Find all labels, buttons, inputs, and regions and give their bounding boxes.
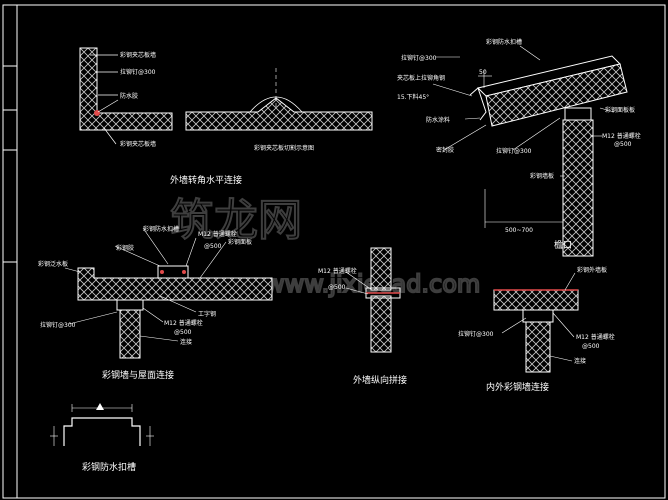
label-roof-3: @500 [204, 243, 222, 250]
label-eave-2: 夹芯板上拉铆角钢 [397, 74, 445, 82]
sealant-mark [94, 110, 100, 116]
label-eave-10: 密封胶 [436, 146, 454, 154]
watermark: 筑龙网 www.jixiecad.com [169, 194, 481, 299]
label-roof-0: 彩钢防水扣槽 [143, 225, 179, 233]
detail-wall-corner: 彩钢夹芯板墙 拉铆钉@300 防水胶 彩钢夹芯板墙 外墙转角水平连接 [79, 47, 242, 186]
label-inner-2: M12 普通螺栓 [576, 333, 615, 341]
label-roof-4: 彩钢面板 [228, 238, 252, 246]
title-wall-corner: 外墙转角水平连接 [170, 174, 242, 186]
label-roof-6: 工字钢 [198, 310, 216, 318]
title-roof-join: 彩钢墙与屋面连接 [102, 369, 174, 381]
title-eave: 檐口 [554, 239, 572, 251]
label-roof-8: M12 普通螺栓 [164, 319, 203, 327]
title-vertical-join: 外墙纵向拼接 [353, 374, 407, 386]
label-eave-6: M12 普通螺栓 [602, 132, 641, 140]
label-vertical-1: @500 [328, 284, 346, 291]
label-inner-0: 彩钢外墙板 [577, 266, 607, 274]
label-eave-0: 拉铆钉@300 [401, 54, 437, 62]
title-inner-outer: 内外彩钢墙连接 [486, 381, 549, 393]
title-cut-panel: 彩钢夹芯板切割示意图 [254, 144, 314, 152]
label-roof-2: M12 普通螺栓 [198, 230, 237, 238]
eave-dim-bottom: 500~700 [505, 227, 533, 234]
label-inner-4: 连接 [574, 357, 586, 365]
label-roof-9: @500 [174, 329, 192, 336]
title-gutter: 彩钢防水扣槽 [82, 461, 136, 473]
label-eave-5: 防水涂料 [426, 116, 450, 124]
label-eave-7: @500 [614, 141, 632, 148]
detail-vertical-join: M12 普通螺栓 @500 外墙纵向拼接 [318, 247, 407, 386]
label-wall-corner-3: 彩钢夹芯板墙 [120, 140, 156, 148]
detail-inner-outer: 彩钢外墙板 拉铆钉@300 M12 普通螺栓 @500 连接 内外彩钢墙连接 [458, 266, 615, 393]
label-roof-5: 彩钢泛水板 [38, 260, 68, 268]
eave-dim-top: 50 [479, 69, 487, 76]
label-wall-corner-1: 拉铆钉@300 [120, 68, 156, 76]
label-roof-7: 拉铆钉@300 [40, 321, 76, 329]
label-wall-corner-0: 彩钢夹芯板墙 [120, 51, 156, 59]
label-inner-1: 拉铆钉@300 [458, 330, 494, 338]
label-wall-corner-2: 防水胶 [120, 92, 138, 100]
label-eave-1: 彩钢防水扣槽 [486, 38, 522, 46]
drawing-frame [2, 4, 666, 499]
label-eave-8: 拉铆钉@300 [496, 147, 532, 155]
label-eave-9: 彩钢墙板 [530, 172, 554, 180]
label-roof-10: 连接 [180, 338, 192, 346]
label-roof-1: 彩钢胶 [116, 244, 134, 252]
detail-eave: 50 500~700 拉铆钉@300 彩钢防水扣槽 夹芯板上拉铆角钢 15.下料… [397, 38, 641, 257]
detail-cut-panel: 彩钢夹芯板切割示意图 [185, 68, 373, 152]
label-vertical-0: M12 普通螺栓 [318, 267, 357, 275]
detail-roof-join: 彩钢防水扣槽 彩钢胶 M12 普通螺栓 @500 彩钢面板 彩钢泛水板 工字钢 … [38, 225, 273, 381]
detail-gutter: 彩钢防水扣槽 [50, 403, 154, 473]
label-eave-3: 15.下料45° [397, 93, 429, 101]
label-inner-3: @500 [582, 343, 600, 350]
label-eave-4: 彩钢面板板 [605, 106, 635, 114]
watermark-brand: 筑龙网 [170, 195, 302, 246]
